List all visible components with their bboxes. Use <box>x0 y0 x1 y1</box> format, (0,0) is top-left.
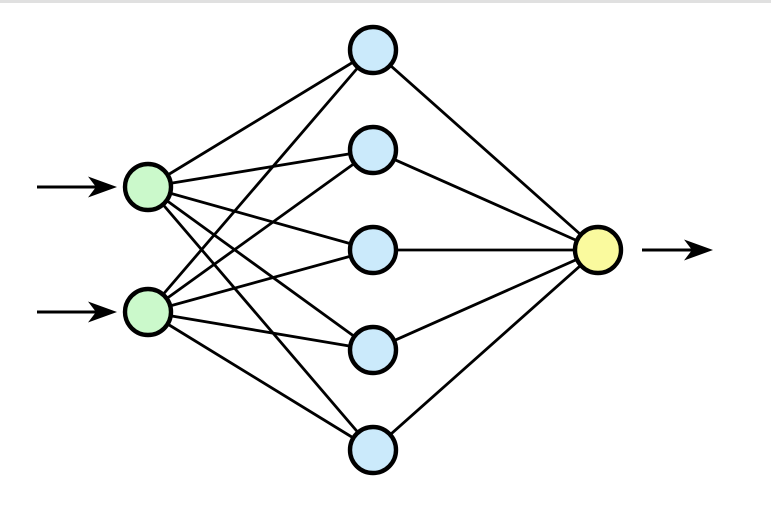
output-arrow <box>642 239 713 261</box>
connection-edge <box>147 310 374 452</box>
connection-edge <box>372 248 599 352</box>
connection-edge <box>147 148 374 314</box>
connection-edge <box>147 185 374 252</box>
connection-edge <box>372 48 599 252</box>
connection-edge <box>147 48 374 189</box>
hidden-node-5 <box>347 424 399 476</box>
edges-layer <box>146 48 599 452</box>
output-node-1 <box>572 224 624 276</box>
input-arrow-2 <box>37 301 117 323</box>
top-border-line <box>0 0 771 3</box>
input-arrow-1 <box>37 176 117 198</box>
hidden-node-1 <box>347 24 399 76</box>
output-arrow-head <box>684 239 713 261</box>
input-node-2 <box>122 286 174 338</box>
connection-edge <box>372 148 599 252</box>
connection-edge <box>372 248 599 452</box>
connection-edge <box>146 186 375 451</box>
connection-edge <box>147 185 374 352</box>
hidden-node-3 <box>347 224 399 276</box>
connection-edge <box>147 148 374 189</box>
hidden-node-2 <box>347 124 399 176</box>
input-arrow-1-head <box>88 176 117 198</box>
connection-edge <box>146 49 375 313</box>
input-arrow-2-head <box>88 301 117 323</box>
connection-edge <box>147 310 374 352</box>
hidden-node-4 <box>347 324 399 376</box>
connection-edge <box>147 248 374 314</box>
input-node-1 <box>122 161 174 213</box>
arrows-layer <box>37 176 713 323</box>
nodes-layer <box>122 24 624 476</box>
